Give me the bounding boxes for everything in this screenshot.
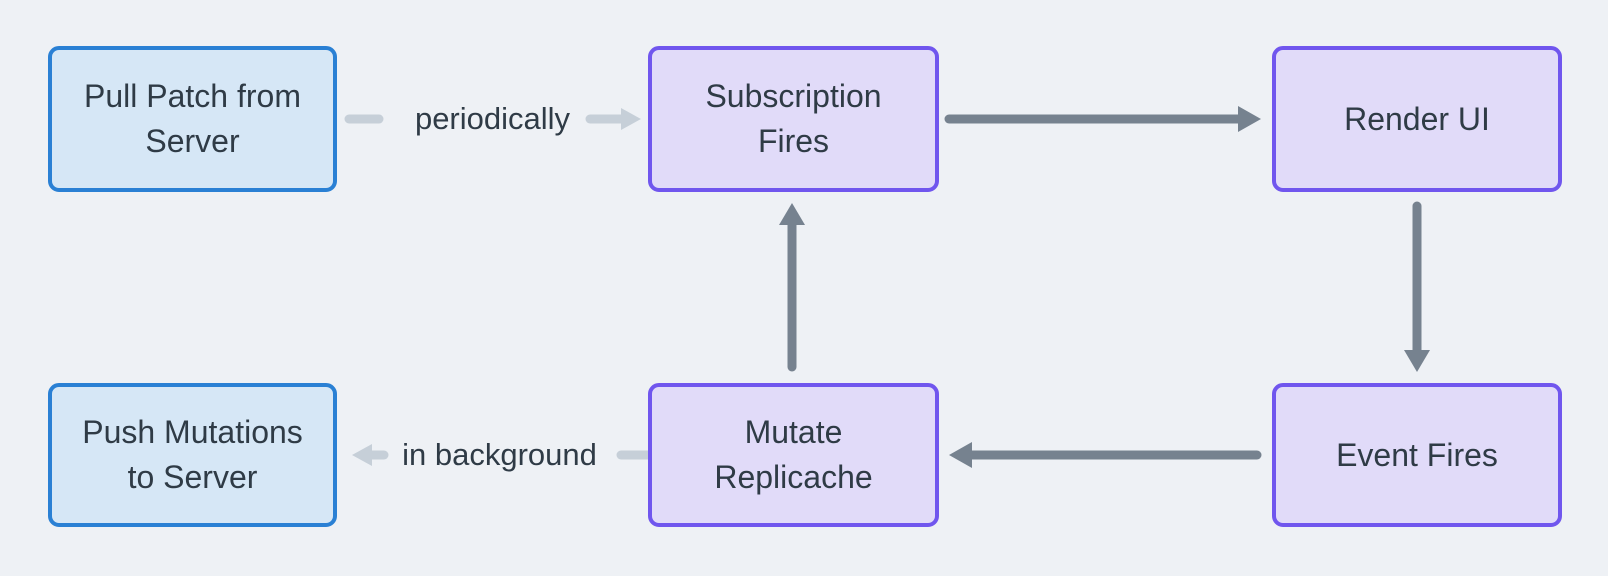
edge-event-to-mutate — [949, 442, 1262, 468]
node-pull-patch-from-server: Pull Patch from Server — [48, 46, 337, 192]
edge-label-in-background: in background — [402, 437, 597, 472]
node-push-mutations-to-server: Push Mutations to Server — [48, 383, 337, 527]
edge-label-periodically: periodically — [414, 101, 571, 136]
node-label: Event Fires — [1336, 436, 1498, 473]
node-subscription-fires: Subscription Fires — [648, 46, 939, 192]
node-label: Pull Patch from Server — [84, 78, 301, 159]
edge-subscription-to-render — [944, 106, 1261, 132]
node-mutate-replicache: Mutate Replicache — [648, 383, 939, 527]
node-event-fires: Event Fires — [1272, 383, 1562, 527]
edge-label-in-background-wrap: in background — [337, 383, 648, 527]
node-label: Render UI — [1344, 100, 1490, 137]
edge-render-to-event — [1404, 201, 1430, 372]
edge-mutate-to-subscription — [779, 203, 805, 372]
edge-label-periodically-wrap: periodically — [337, 46, 648, 192]
node-render-ui: Render UI — [1272, 46, 1562, 192]
node-label: Subscription Fires — [705, 78, 882, 159]
node-label: Push Mutations to Server — [82, 414, 303, 495]
node-label: Mutate Replicache — [714, 414, 873, 495]
